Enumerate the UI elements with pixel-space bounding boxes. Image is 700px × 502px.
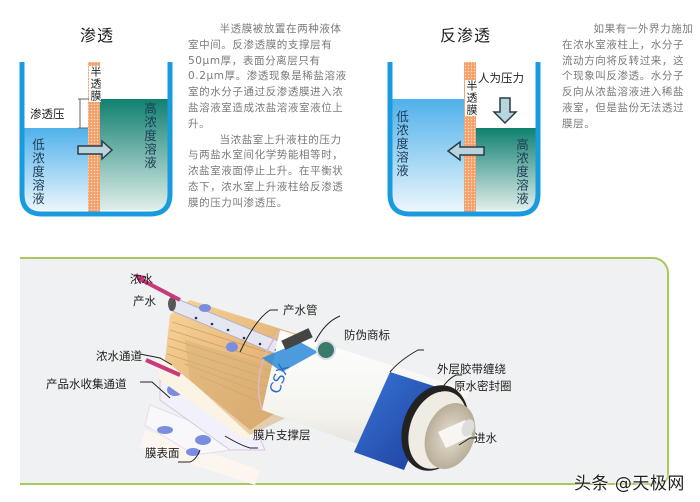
osmosis-para-2: 当浓盐室上升液柱的压力与两盐水室间化学势能相等时，浓盐室液面停止上升。在平衡状态… bbox=[188, 133, 344, 209]
osmosis-membrane-label: 半透膜 bbox=[89, 66, 102, 102]
osmosis-para-1: 半透膜被放置在两种液体室中间。反渗透膜的支撑层有50μm厚，表面分离层只有0.2… bbox=[188, 23, 347, 130]
osmosis-diagram: 渗透 半透膜 渗透压 低浓度溶液 高浓度溶液 bbox=[18, 20, 178, 220]
reverse-osmosis-force-label: 人为压力 bbox=[478, 71, 524, 85]
osmosis-high-label: 高浓度溶液 bbox=[142, 102, 157, 170]
ro-element-illustration: CSX bbox=[134, 274, 476, 485]
reverse-osmosis-diagram: 反渗透 半透膜 人为压力 低浓度溶液 高浓度溶液 bbox=[386, 20, 546, 220]
label-anti-counterfeit: 防伪商标 bbox=[344, 328, 390, 342]
osmosis-pressure-label: 渗透压 bbox=[30, 107, 65, 121]
label-outer-tape: 外层胶带缠绕 bbox=[437, 362, 506, 376]
label-concentrate: 浓水 bbox=[130, 272, 153, 286]
osmosis-title: 渗透 bbox=[80, 26, 115, 45]
label-brine-seal: 原水密封圈 bbox=[454, 379, 512, 393]
reverse-osmosis-description: 如果有一外界力施加在浓水室液柱上，水分子流动方向将反转过来，这个现象叫反渗透。水… bbox=[562, 22, 694, 133]
label-membrane-surface: 膜表面 bbox=[145, 446, 180, 460]
label-concentrate-channel: 浓水通道 bbox=[96, 349, 142, 363]
reverse-osmosis-high-label: 高浓度溶液 bbox=[514, 138, 529, 206]
reverse-osmosis-para-1: 如果有一外界力施加在浓水室液柱上，水分子流动方向将反转过来，这个现象叫反渗透。水… bbox=[562, 23, 694, 130]
label-product-collection-channel: 产品水收集通道 bbox=[46, 377, 127, 391]
label-product-tube: 产水管 bbox=[283, 303, 318, 317]
osmosis-description: 半透膜被放置在两种液体室中间。反渗透膜的支撑层有50μm厚，表面分离层只有0.2… bbox=[188, 22, 348, 212]
label-product-water: 产水 bbox=[133, 294, 156, 308]
reverse-osmosis-title: 反渗透 bbox=[440, 26, 492, 45]
osmosis-low-label: 低浓度溶液 bbox=[30, 138, 45, 206]
watermark: 头条 @天极网 bbox=[574, 474, 685, 494]
label-feed-water: 进水 bbox=[474, 431, 497, 445]
label-membrane-support: 膜片支撑层 bbox=[253, 428, 311, 442]
reverse-osmosis-low-label: 低浓度溶液 bbox=[394, 110, 409, 178]
reverse-osmosis-membrane-label: 半透膜 bbox=[465, 80, 478, 116]
